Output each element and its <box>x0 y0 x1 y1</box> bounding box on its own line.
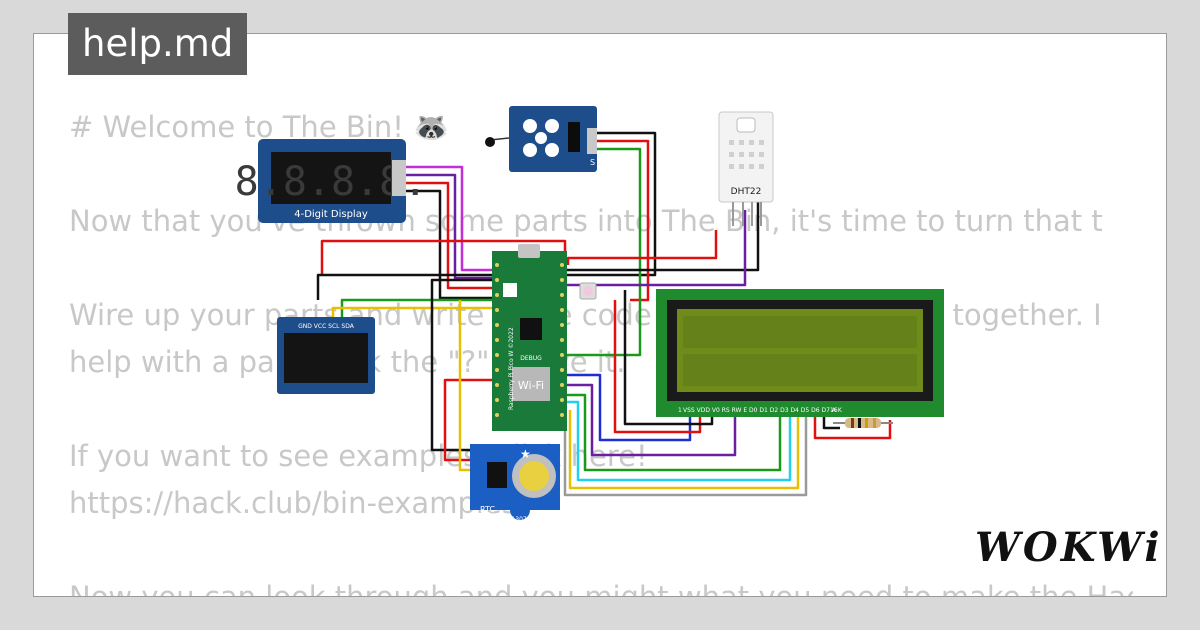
wokwi-logo: WOKWi <box>975 524 1163 571</box>
wire-magenta[interactable] <box>405 165 500 272</box>
wire-black-7seg[interactable] <box>405 189 500 300</box>
wire-gray-lcd[interactable] <box>563 410 808 497</box>
joystick-pin-label: S <box>590 158 595 167</box>
wire-red-7seg[interactable] <box>405 181 500 290</box>
lcd-pin-labels: VSS VDD V0 RS RW E D0 D1 D2 D3 D4 D5 D6 … <box>683 407 843 414</box>
wire-green-oled[interactable] <box>340 298 500 318</box>
wire-purple[interactable] <box>405 173 500 280</box>
wire-black-dht[interactable] <box>565 200 760 272</box>
wires <box>316 131 892 497</box>
wire-green-joy[interactable] <box>565 147 642 357</box>
resistor[interactable] <box>833 418 893 428</box>
dht22-sensor[interactable]: DHT22 <box>718 111 774 226</box>
rtc-label: RTC <box>480 505 495 514</box>
doc-line: Now that you've thrown some parts into T… <box>69 204 1103 238</box>
doc-line: https://hack.club/bin-examples <box>69 486 517 520</box>
pico-wifi-label: Wi-Fi <box>518 379 544 392</box>
oled-pins: GND VCC SCL SDA <box>298 323 355 330</box>
seven-segment-label: 4-Digit Display <box>294 209 368 220</box>
oled-display[interactable]: GND VCC SCL SDA <box>277 317 375 394</box>
wire-red-lcd[interactable] <box>613 300 702 434</box>
wire-purple-dht[interactable] <box>565 210 747 287</box>
doc-line: Now you can look through and you might w… <box>69 580 1133 597</box>
wire-blue-lcd[interactable] <box>565 373 692 442</box>
pico-debug-label: DEBUG <box>520 355 542 362</box>
rtc-module[interactable]: RTC DS1307 ★ <box>470 444 560 523</box>
file-tab-help-md[interactable]: help.md <box>68 13 248 75</box>
wire-yellow-oled[interactable] <box>331 306 500 318</box>
pico-board-label: Raspberry Pi Pico W ©2022 <box>508 327 515 410</box>
lcd-pin-last: 16 <box>830 407 838 414</box>
wire-black-top[interactable] <box>316 131 657 300</box>
rtc-chip-label: DS1307 <box>503 516 527 523</box>
doc-line: # Welcome to The Bin! 🦝 <box>69 110 450 144</box>
dht22-label: DHT22 <box>731 187 762 197</box>
wire-black-rtc[interactable] <box>430 278 500 452</box>
wire-red-dht[interactable] <box>566 230 718 265</box>
lcd-1602[interactable]: VSS VDD V0 RS RW E D0 D1 D2 D3 D4 D5 D6 … <box>656 289 944 417</box>
svg-text:★: ★ <box>520 447 531 461</box>
wire-red-lcd-k[interactable] <box>813 410 892 440</box>
wire-cyan-lcd[interactable] <box>565 400 792 482</box>
pico-w-board[interactable]: Wi-Fi DEBUG Raspberry Pi Pico W ©2022 <box>492 244 567 431</box>
joystick-module[interactable]: S <box>485 106 597 172</box>
wire-red-top[interactable] <box>320 239 567 275</box>
lcd-pin-first: 1 <box>678 407 682 414</box>
seven-segment-display[interactable]: 8.8.8.8. 4-Digit Display <box>235 139 428 223</box>
wire-yellow-lcd[interactable] <box>568 410 800 490</box>
wire-purple-lcd[interactable] <box>565 383 737 457</box>
wire-green-lcd[interactable] <box>565 393 782 472</box>
rgb-led[interactable] <box>579 282 597 300</box>
